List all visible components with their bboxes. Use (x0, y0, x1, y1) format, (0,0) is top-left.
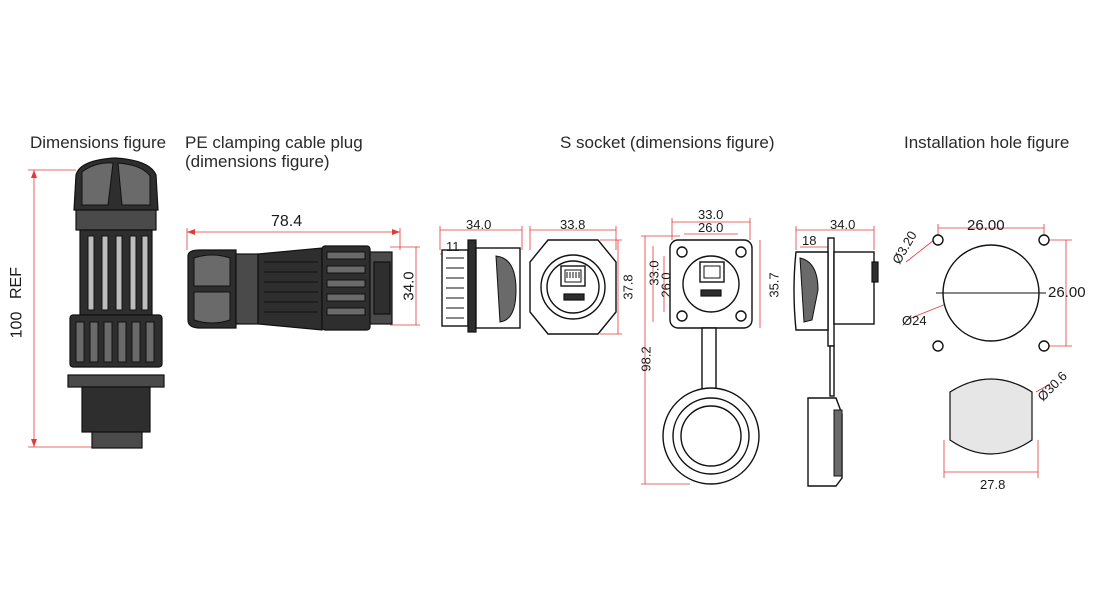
dim-socket-front-height: 37.8 (620, 274, 636, 300)
dim-plug-height: 34.0 (400, 271, 418, 301)
dim-plug-length: 78.4 (271, 213, 303, 230)
heading-socket: S socket (dimensions figure) (560, 133, 775, 152)
dim-socket-side-width: 34.0 (466, 217, 492, 232)
heading-install: Installation hole figure (904, 133, 1070, 152)
dim-side2-width: 34.0 (830, 217, 856, 232)
dim-hole-height: 26.00 (1048, 284, 1086, 301)
heading-plug-line2: (dimensions figure) (185, 152, 330, 171)
dim-flange-26: 26.0 (698, 220, 724, 235)
heading-plug-line1: PE clamping cable plug (185, 133, 363, 152)
dim-ref-label: REF (8, 267, 25, 299)
dim-hole-278: 27.8 (980, 477, 1006, 492)
flange-side-view (793, 226, 879, 487)
dim-socket-front-width: 33.8 (560, 217, 586, 232)
horizontal-plug-drawing (186, 228, 420, 331)
dim-flange-v357: 35.7 (766, 272, 782, 298)
installation-hole-view (905, 224, 1072, 478)
dim-flange-v26: 26.0 (658, 272, 674, 298)
socket-side-view (439, 226, 523, 333)
dim-socket-side-11: 11 (446, 239, 460, 254)
socket-front-view (529, 226, 622, 335)
dim-side2-18: 18 (802, 233, 817, 248)
dim-cap-length: 98.2 (638, 346, 654, 372)
dim-ref-100: 100 (8, 311, 26, 339)
dim-hole-d24: Ø24 (902, 313, 927, 328)
dim-flange-33: 33.0 (698, 207, 724, 222)
heading-dimensions-figure: Dimensions figure (30, 133, 167, 152)
flange-socket-view (641, 218, 761, 485)
vertical-plug-drawing (28, 157, 165, 449)
dim-hole-width: 26.00 (967, 217, 1005, 234)
